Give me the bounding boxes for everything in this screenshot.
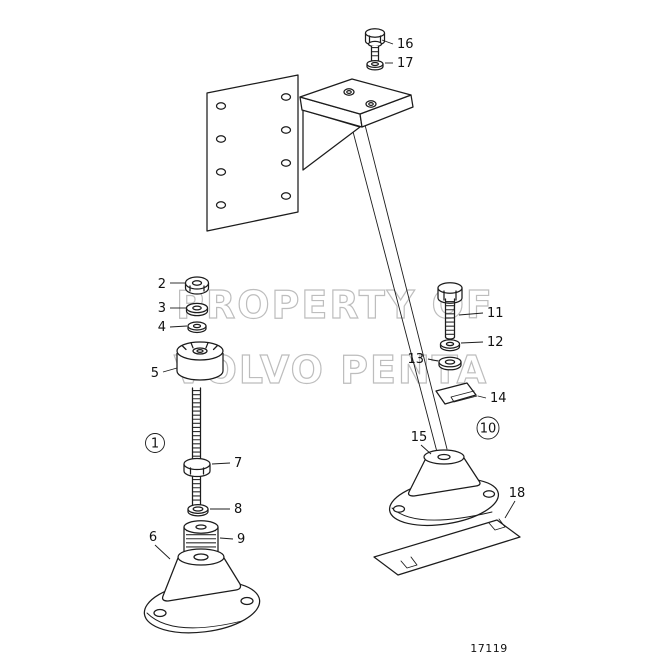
- washer-12: [439, 339, 461, 352]
- callout-7: 7: [234, 456, 242, 471]
- bolt-16: [364, 28, 386, 63]
- callout-12: 12: [487, 335, 504, 350]
- circled-number-10: 10: [480, 422, 497, 437]
- washer-4: [187, 321, 207, 334]
- washer-17: [366, 59, 384, 71]
- engine-mount-6: [143, 548, 261, 634]
- washer-8: [187, 503, 209, 517]
- engine-mount-15: [388, 449, 500, 526]
- alignment-lines: [350, 116, 448, 453]
- circled-number-1: 1: [151, 437, 159, 452]
- nut-2: [184, 276, 210, 295]
- callout-13: 13: [407, 352, 424, 367]
- callout-3: 3: [158, 301, 166, 316]
- callout-5: 5: [151, 366, 159, 381]
- washer-13: [438, 356, 462, 371]
- stud-7: [183, 387, 211, 506]
- cover-5: [176, 341, 224, 381]
- callout-4: 4: [158, 320, 166, 335]
- watermark-line2: VOLVO PENTA: [174, 348, 488, 392]
- bolt-11: [437, 282, 463, 340]
- callout-2: 2: [158, 277, 166, 292]
- callout-9: 9: [237, 532, 245, 547]
- callout-18: 18: [509, 486, 526, 501]
- callout-16: 16: [397, 37, 414, 52]
- shim-14: [435, 382, 478, 405]
- drawing-number: 17119: [470, 642, 508, 655]
- callout-15: 15: [411, 430, 428, 445]
- callout-11: 11: [487, 306, 504, 321]
- callout-14: 14: [490, 391, 507, 406]
- callout-17: 17: [397, 56, 414, 71]
- washer-3: [185, 302, 209, 317]
- callout-circle-10: 10: [476, 416, 500, 440]
- callout-6: 6: [149, 530, 157, 545]
- callout-labels: 16 17 2 3 4 5 6 7 8 9 11 12 13 14 15 18: [149, 37, 526, 560]
- mounting-bracket: [206, 74, 414, 232]
- callout-8: 8: [234, 502, 242, 517]
- callout-circle-1: 1: [145, 433, 165, 453]
- plate-18: [373, 518, 521, 576]
